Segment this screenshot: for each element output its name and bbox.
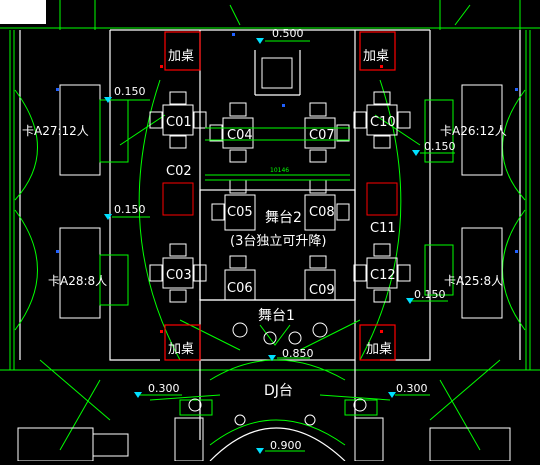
table-c09-label: C09 [309,283,335,298]
stage-green-lines [205,127,350,346]
add-table-frames [164,31,396,361]
dimension-small: 10146 [270,167,289,174]
elevation-center: 0.850 [282,347,314,360]
small-marks [56,33,518,333]
booth-a26-label: 卡A26:12人 [440,124,507,138]
add-table-label-bottom-right: 加桌 [366,342,392,357]
elevation-underlines [112,40,455,452]
stage1-label: 舞台1 [258,308,295,324]
elevation-right-2: 0.150 [414,288,446,301]
elevation-right-1: 0.150 [424,140,456,153]
elevation-top: 0.500 [272,27,304,40]
green-frame-lines [0,0,540,371]
elevation-bottom-right: 0.300 [396,382,428,395]
table-c04-label: C04 [227,128,253,143]
table-c07-label: C07 [309,128,335,143]
table-c10-label: C10 [370,115,396,130]
dj-label: DJ台 [264,383,293,399]
stage2-label: 舞台2 [265,210,302,226]
performer-figures [188,322,367,426]
white-walls [19,29,521,440]
elevation-bottom: 0.900 [270,439,302,452]
table-c01-label: C01 [166,115,192,130]
dj-arc [209,427,346,462]
table-c05-label: C05 [227,205,253,220]
table-c11-label: C11 [370,221,396,236]
add-table-label-top-left: 加桌 [168,49,194,64]
table-chairs [149,57,411,303]
table-c06-label: C06 [227,281,253,296]
table-c02-label: C02 [166,164,192,179]
add-table-label-bottom-left: 加桌 [168,342,194,357]
table-c08-label: C08 [309,205,335,220]
booth-a25-label: 卡A25:8人 [444,274,503,288]
elevation-left-1: 0.150 [114,85,146,98]
corner-block [0,0,46,24]
booth-a28-label: 卡A28:8人 [48,274,107,288]
elevation-left-2: 0.150 [114,203,146,216]
add-table-label-top-right: 加桌 [363,49,389,64]
elevation-bottom-left: 0.300 [148,382,180,395]
table-c03-label: C03 [166,268,192,283]
stage2-note: (3台独立可升降) [230,234,326,249]
booth-a27-label: 卡A27:12人 [22,124,89,138]
elevation-markers [104,38,420,454]
table-c12-label: C12 [370,268,396,283]
